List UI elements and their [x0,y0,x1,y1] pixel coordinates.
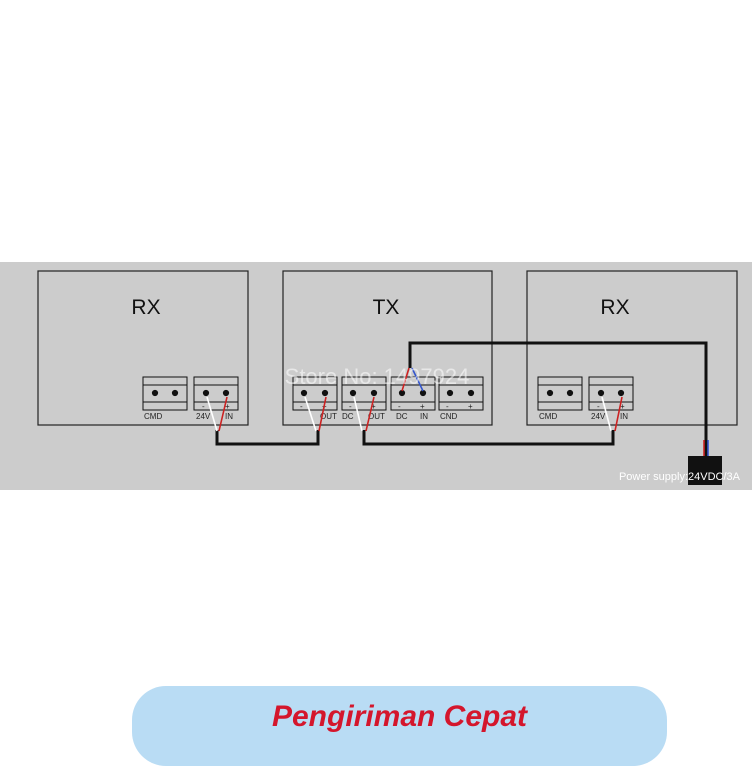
rx-right-title: RX [600,296,629,319]
lead-blue-4 [411,367,424,392]
lead-red-4 [401,367,410,392]
rx-left-power-terminal [193,376,239,411]
tx-out1-terminal [292,376,338,411]
tx-out1-minus-label: - [300,402,303,411]
rx-right-24v-label: 24V [591,412,606,421]
lead-white-3 [353,396,363,432]
lead-white-2 [304,396,317,432]
tx-out2-plus-label: + [371,402,376,411]
shipping-banner-text: Pengiriman Cepat [271,700,528,733]
rx-left-plus-label: + [225,402,230,411]
tx-in-dc-label: DC [396,412,408,421]
rx-right-module [526,270,738,426]
power-supply-block [688,456,722,485]
lead-red-5 [614,396,623,432]
rx-right-in-label: IN [620,412,628,421]
tx-out2-minus-label: - [349,402,352,411]
rx-right-plus-label: + [620,402,625,411]
store-watermark: Store No: 1497924 [285,364,470,389]
rx-left-module [37,270,249,426]
tx-module [282,270,493,426]
rx-left-title: RX [131,296,160,319]
rx-left-24v-label: 24V [196,412,211,421]
cable-tx-to-rx-right [362,430,615,446]
rx-right-cmd-label: CMD [539,412,557,421]
diagram-panel [0,262,752,490]
terminal-blocks [142,376,634,411]
tx-cnd-label: CND [440,412,458,421]
lead-white-1 [206,396,218,432]
rx-right-cmd-terminal [537,376,583,411]
tx-out2-label: OUT [368,412,385,421]
colored-leads [206,367,709,458]
tx-out1-label: OUT [320,412,337,421]
tx-in-minus-label: - [398,402,401,411]
lead-red-3 [365,396,375,432]
tx-cnd-minus-label: - [446,402,449,411]
rx-right-power-terminal [588,376,634,411]
lead-red-2 [318,396,327,432]
rx-right-minus-label: - [597,402,600,411]
power-supply-label: Power supply:24VDC/3A [619,471,741,483]
tx-in-label: IN [420,412,428,421]
tx-out2-terminal [341,376,387,411]
lead-red-1 [218,396,228,432]
cable-rx-left-to-tx [215,430,320,446]
pin-labels: CMD - + 24V IN - + OUT DC - + OUT DC - +… [144,402,628,421]
tx-cnd-terminal [438,376,484,411]
tx-title: TX [373,296,400,319]
lead-white-5 [601,396,612,432]
tx-in-terminal [390,376,436,411]
cable-power-to-tx [408,341,708,456]
black-cables [215,341,708,456]
tx-in-plus-label: + [420,402,425,411]
rx-left-cmd-label: CMD [144,412,162,421]
tx-dc-label: DC [342,412,354,421]
rx-left-cmd-terminal [142,376,188,411]
rx-left-in-label: IN [225,412,233,421]
tx-cnd-plus-label: + [468,402,473,411]
rx-left-minus-label: - [202,402,205,411]
